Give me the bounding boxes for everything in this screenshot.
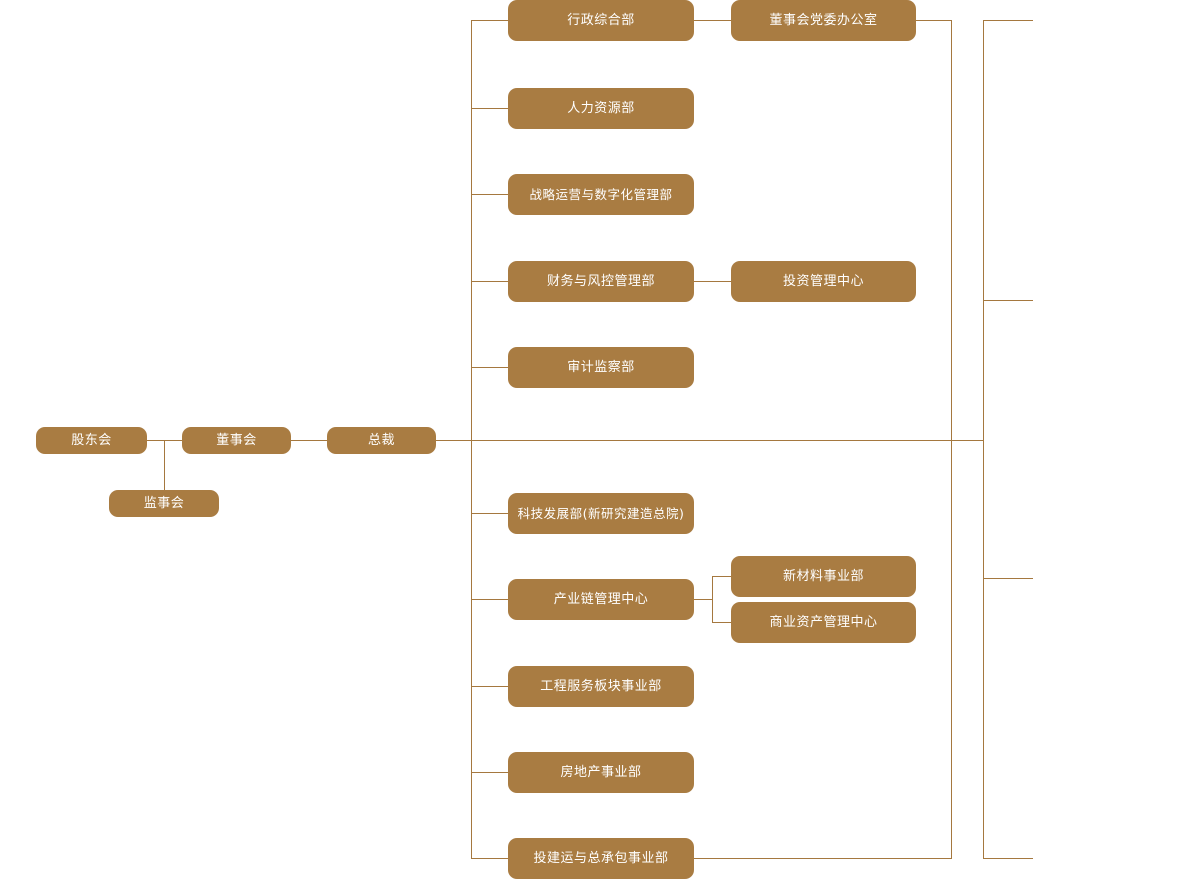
connector-outer-stub-top [983,20,1033,21]
connector-board-president [291,440,327,441]
connector-branch-chain [471,599,509,600]
connector-branch-admin [471,20,509,21]
connector-admin-partyoffice [694,20,731,21]
connector-branch-epc [471,858,509,859]
connector-main-spine [471,20,472,859]
node-shareholders[interactable]: 股东会 [36,427,147,454]
node-realestate[interactable]: 房地产事业部 [508,752,694,793]
connector-outer-stub-bottom [983,858,1033,859]
node-supervisors[interactable]: 监事会 [109,490,219,517]
node-tech[interactable]: 科技发展部(新研究建造总院) [508,493,694,534]
connector-outer-stub-upper-mid [983,300,1033,301]
connector-chain-stem [694,599,712,600]
node-party-office[interactable]: 董事会党委办公室 [731,0,916,41]
node-epc[interactable]: 投建运与总承包事业部 [508,838,694,879]
node-audit[interactable]: 审计监察部 [508,347,694,388]
node-strategy[interactable]: 战略运营与数字化管理部 [508,174,694,215]
connector-finance-investment [694,281,731,282]
connector-branch-audit [471,367,509,368]
node-president[interactable]: 总裁 [327,427,436,454]
node-chain[interactable]: 产业链管理中心 [508,579,694,620]
node-admin[interactable]: 行政综合部 [508,0,694,41]
node-commercial[interactable]: 商业资产管理中心 [731,602,916,643]
node-investment[interactable]: 投资管理中心 [731,261,916,302]
connector-inner-right-bottom [694,858,951,859]
connector-branch-tech [471,513,509,514]
connector-branch-engineering [471,686,509,687]
node-engineering[interactable]: 工程服务板块事业部 [508,666,694,707]
connector-partyoffice-right [916,20,951,21]
connector-branch-finance [471,281,509,282]
node-finance[interactable]: 财务与风控管理部 [508,261,694,302]
connector-president-spine [436,440,983,441]
connector-branch-realestate [471,772,509,773]
connector-inner-right-spine [951,20,952,859]
connector-supervisors-drop [164,440,165,504]
connector-outer-right-spine [983,20,984,859]
connector-chain-newmaterial [712,576,731,577]
connector-branch-hr [471,108,509,109]
connector-chain-vertical [712,576,713,623]
node-board[interactable]: 董事会 [182,427,291,454]
connector-branch-strategy [471,194,509,195]
connector-outer-stub-lower-mid [983,578,1033,579]
node-hr[interactable]: 人力资源部 [508,88,694,129]
connector-chain-commercial [712,622,731,623]
node-newmaterial[interactable]: 新材料事业部 [731,556,916,597]
